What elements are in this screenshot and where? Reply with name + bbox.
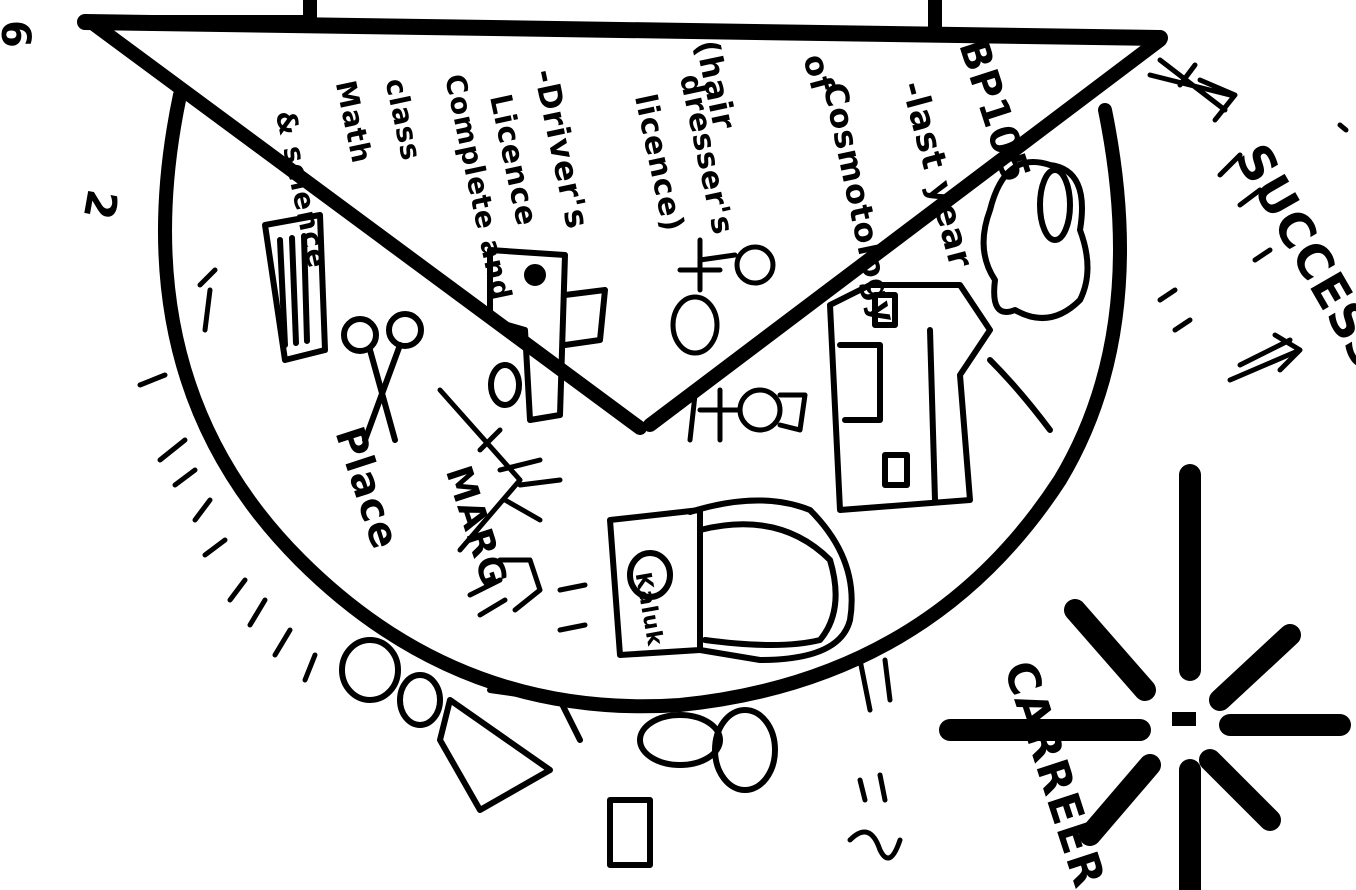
number-two: 2 — [74, 186, 128, 224]
house-icon — [830, 285, 990, 510]
tree-icon — [984, 162, 1088, 430]
note-line: Math — [329, 77, 379, 166]
marriage-label: MARG — [437, 461, 515, 593]
top-left-tab — [85, 0, 310, 22]
bed-icon — [342, 640, 775, 865]
note-line: -last year — [893, 77, 981, 273]
handbag-label: Kaluk — [630, 570, 668, 648]
number-six: 6 — [0, 20, 38, 49]
note-line: class — [379, 75, 429, 163]
scissors-icon — [344, 314, 421, 440]
career-doodles — [850, 660, 900, 858]
people-icon — [673, 240, 805, 440]
career-label: CARREER — [993, 655, 1114, 890]
sparkle-center — [1172, 712, 1196, 726]
